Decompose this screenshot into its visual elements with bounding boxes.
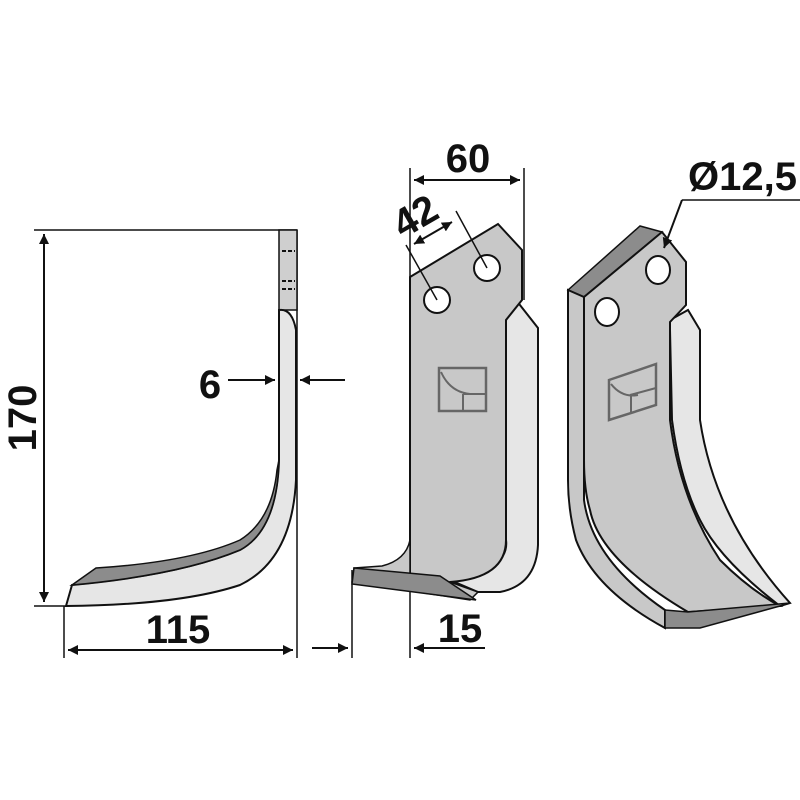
dimension-overall-width: 60 <box>414 137 520 185</box>
dim-hole-spacing-label: 42 <box>385 187 446 247</box>
dim-width-label: 115 <box>146 608 211 652</box>
dim-height-label: 170 <box>1 385 45 452</box>
dimension-width: 115 <box>68 608 293 655</box>
iso-brand-logo-icon <box>607 362 658 422</box>
iso-mount-hole-2 <box>645 255 671 285</box>
dim-thickness-label: 6 <box>199 363 221 407</box>
isometric-view: Ø12,5 <box>566 155 800 630</box>
dim-offset-label: 15 <box>438 607 483 651</box>
dim-overall-width-label: 60 <box>446 137 491 181</box>
dimension-height: 170 <box>1 234 49 602</box>
dimension-thickness: 6 <box>199 363 345 407</box>
iso-mount-hole-1 <box>594 297 620 327</box>
side-view: 170 6 115 <box>1 229 345 658</box>
brand-logo-icon <box>437 366 488 413</box>
dimension-hole-diameter: Ø12,5 <box>662 155 800 249</box>
dim-hole-diameter-label: Ø12,5 <box>688 155 797 199</box>
dimension-offset: 15 <box>312 607 485 653</box>
front-view: 60 42 15 <box>312 137 539 658</box>
